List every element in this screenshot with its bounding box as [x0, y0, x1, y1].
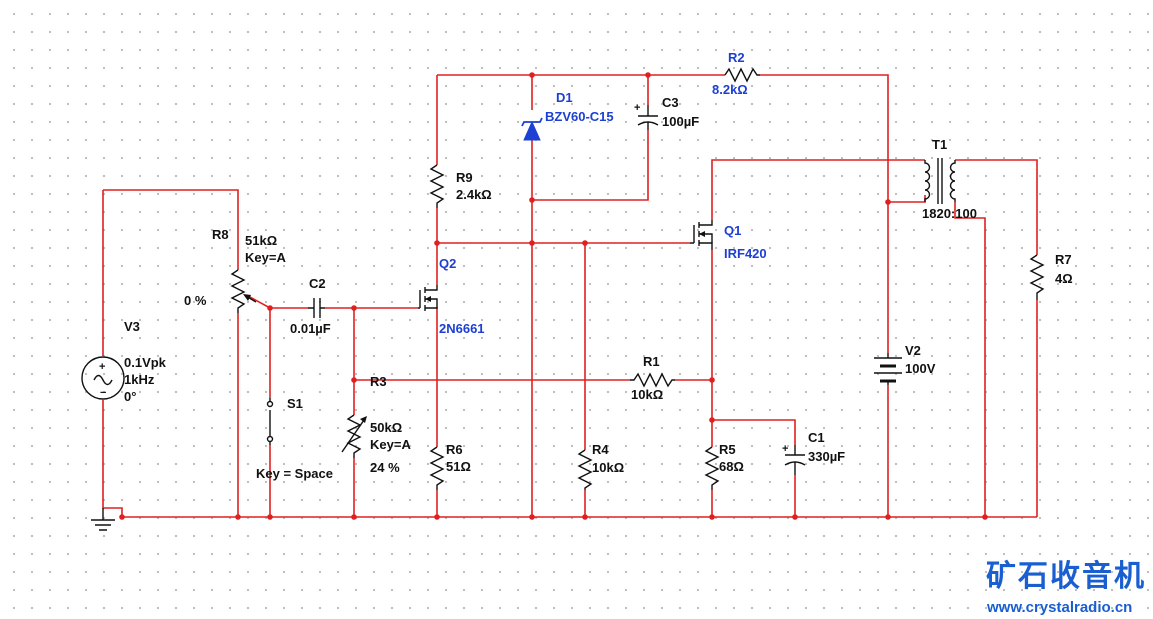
t1-ratio: 1820:100: [922, 206, 977, 221]
v3-frequency: 1kHz: [124, 372, 155, 387]
r9-resistor[interactable]: R9 2.4kΩ: [429, 164, 492, 208]
q1-label: Q1: [724, 223, 741, 238]
r6-resistor[interactable]: R6 51Ω: [429, 442, 471, 490]
r1-value: 10kΩ: [631, 387, 663, 402]
v2-dc-source[interactable]: V2 100V: [874, 343, 936, 385]
r3-label: R3: [370, 374, 387, 389]
watermark: 矿石收音机 www.crystalradio.cn: [986, 559, 1146, 616]
r7-label: R7: [1055, 252, 1072, 267]
junction-dots: [119, 72, 988, 520]
r8-label: R8: [212, 227, 229, 242]
r3-potentiometer[interactable]: R3 50kΩ Key=A 24 %: [341, 374, 411, 475]
watermark-url: www.crystalradio.cn: [986, 599, 1132, 616]
r7-resistor[interactable]: R7 4Ω: [1029, 252, 1073, 300]
v2-value: 100V: [905, 361, 936, 376]
v3-plus-sign: +: [99, 361, 105, 373]
v3-phase: 0°: [124, 389, 136, 404]
s1-key: Key = Space: [256, 466, 333, 481]
c2-value: 0.01µF: [290, 321, 331, 336]
r6-label: R6: [446, 442, 463, 457]
c3-capacitor[interactable]: + C3 100µF: [634, 95, 699, 130]
r4-value: 10kΩ: [592, 460, 624, 475]
d1-part: BZV60-C15: [545, 109, 614, 124]
s1-switch[interactable]: S1 Key = Space: [256, 396, 333, 481]
r4-label: R4: [592, 442, 609, 457]
c2-capacitor[interactable]: C2 0.01µF: [290, 276, 331, 336]
r2-resistor[interactable]: R2 8.2kΩ: [712, 50, 760, 97]
r8-potentiometer[interactable]: R8 51kΩ Key=A 0 %: [184, 227, 286, 313]
r3-key: Key=A: [370, 437, 411, 452]
c1-value: 330µF: [808, 449, 845, 464]
r4-resistor[interactable]: R4 10kΩ: [577, 442, 624, 490]
r1-resistor[interactable]: R1 10kΩ: [630, 354, 675, 402]
c3-value: 100µF: [662, 114, 699, 129]
c1-label: C1: [808, 430, 825, 445]
r9-value: 2.4kΩ: [456, 187, 492, 202]
q2-label: Q2: [439, 256, 456, 271]
t1-label: T1: [932, 137, 947, 152]
c3-label: C3: [662, 95, 679, 110]
q2-mosfet[interactable]: Q2 2N6661: [418, 256, 485, 336]
r3-value: 50kΩ: [370, 420, 402, 435]
s1-label: S1: [287, 396, 303, 411]
c2-label: C2: [309, 276, 326, 291]
d1-zener-diode[interactable]: D1 BZV60-C15: [521, 90, 614, 141]
v3-ac-source[interactable]: + − V3 0.1Vpk 1kHz 0°: [81, 319, 167, 404]
watermark-brand: 矿石收音机: [986, 559, 1146, 593]
wires: [102, 74, 1038, 518]
r2-value: 8.2kΩ: [712, 82, 748, 97]
r9-label: R9: [456, 170, 473, 185]
c1-capacitor[interactable]: + C1 330µF: [782, 430, 845, 475]
v3-amplitude: 0.1Vpk: [124, 355, 167, 370]
d1-label: D1: [556, 90, 573, 105]
r1-label: R1: [643, 354, 660, 369]
r5-label: R5: [719, 442, 736, 457]
r3-setting: 24 %: [370, 460, 400, 475]
c3-polarity: +: [634, 102, 640, 114]
q1-mosfet[interactable]: Q1 IRF420: [690, 220, 767, 261]
r5-resistor[interactable]: R5 68Ω: [704, 442, 744, 490]
r5-value: 68Ω: [719, 459, 744, 474]
ground-symbol[interactable]: [91, 508, 115, 531]
q2-part: 2N6661: [439, 321, 485, 336]
r7-value: 4Ω: [1055, 271, 1073, 286]
r2-label: R2: [728, 50, 745, 65]
r8-key: Key=A: [245, 250, 286, 265]
r8-setting: 0 %: [184, 293, 207, 308]
c1-polarity: +: [782, 443, 788, 455]
r6-value: 51Ω: [446, 459, 471, 474]
v2-label: V2: [905, 343, 921, 358]
t1-transformer[interactable]: T1 1820:100: [922, 137, 977, 221]
r8-value: 51kΩ: [245, 233, 277, 248]
q1-part: IRF420: [724, 246, 767, 261]
v3-minus-sign: −: [100, 387, 106, 399]
v3-label: V3: [124, 319, 140, 334]
